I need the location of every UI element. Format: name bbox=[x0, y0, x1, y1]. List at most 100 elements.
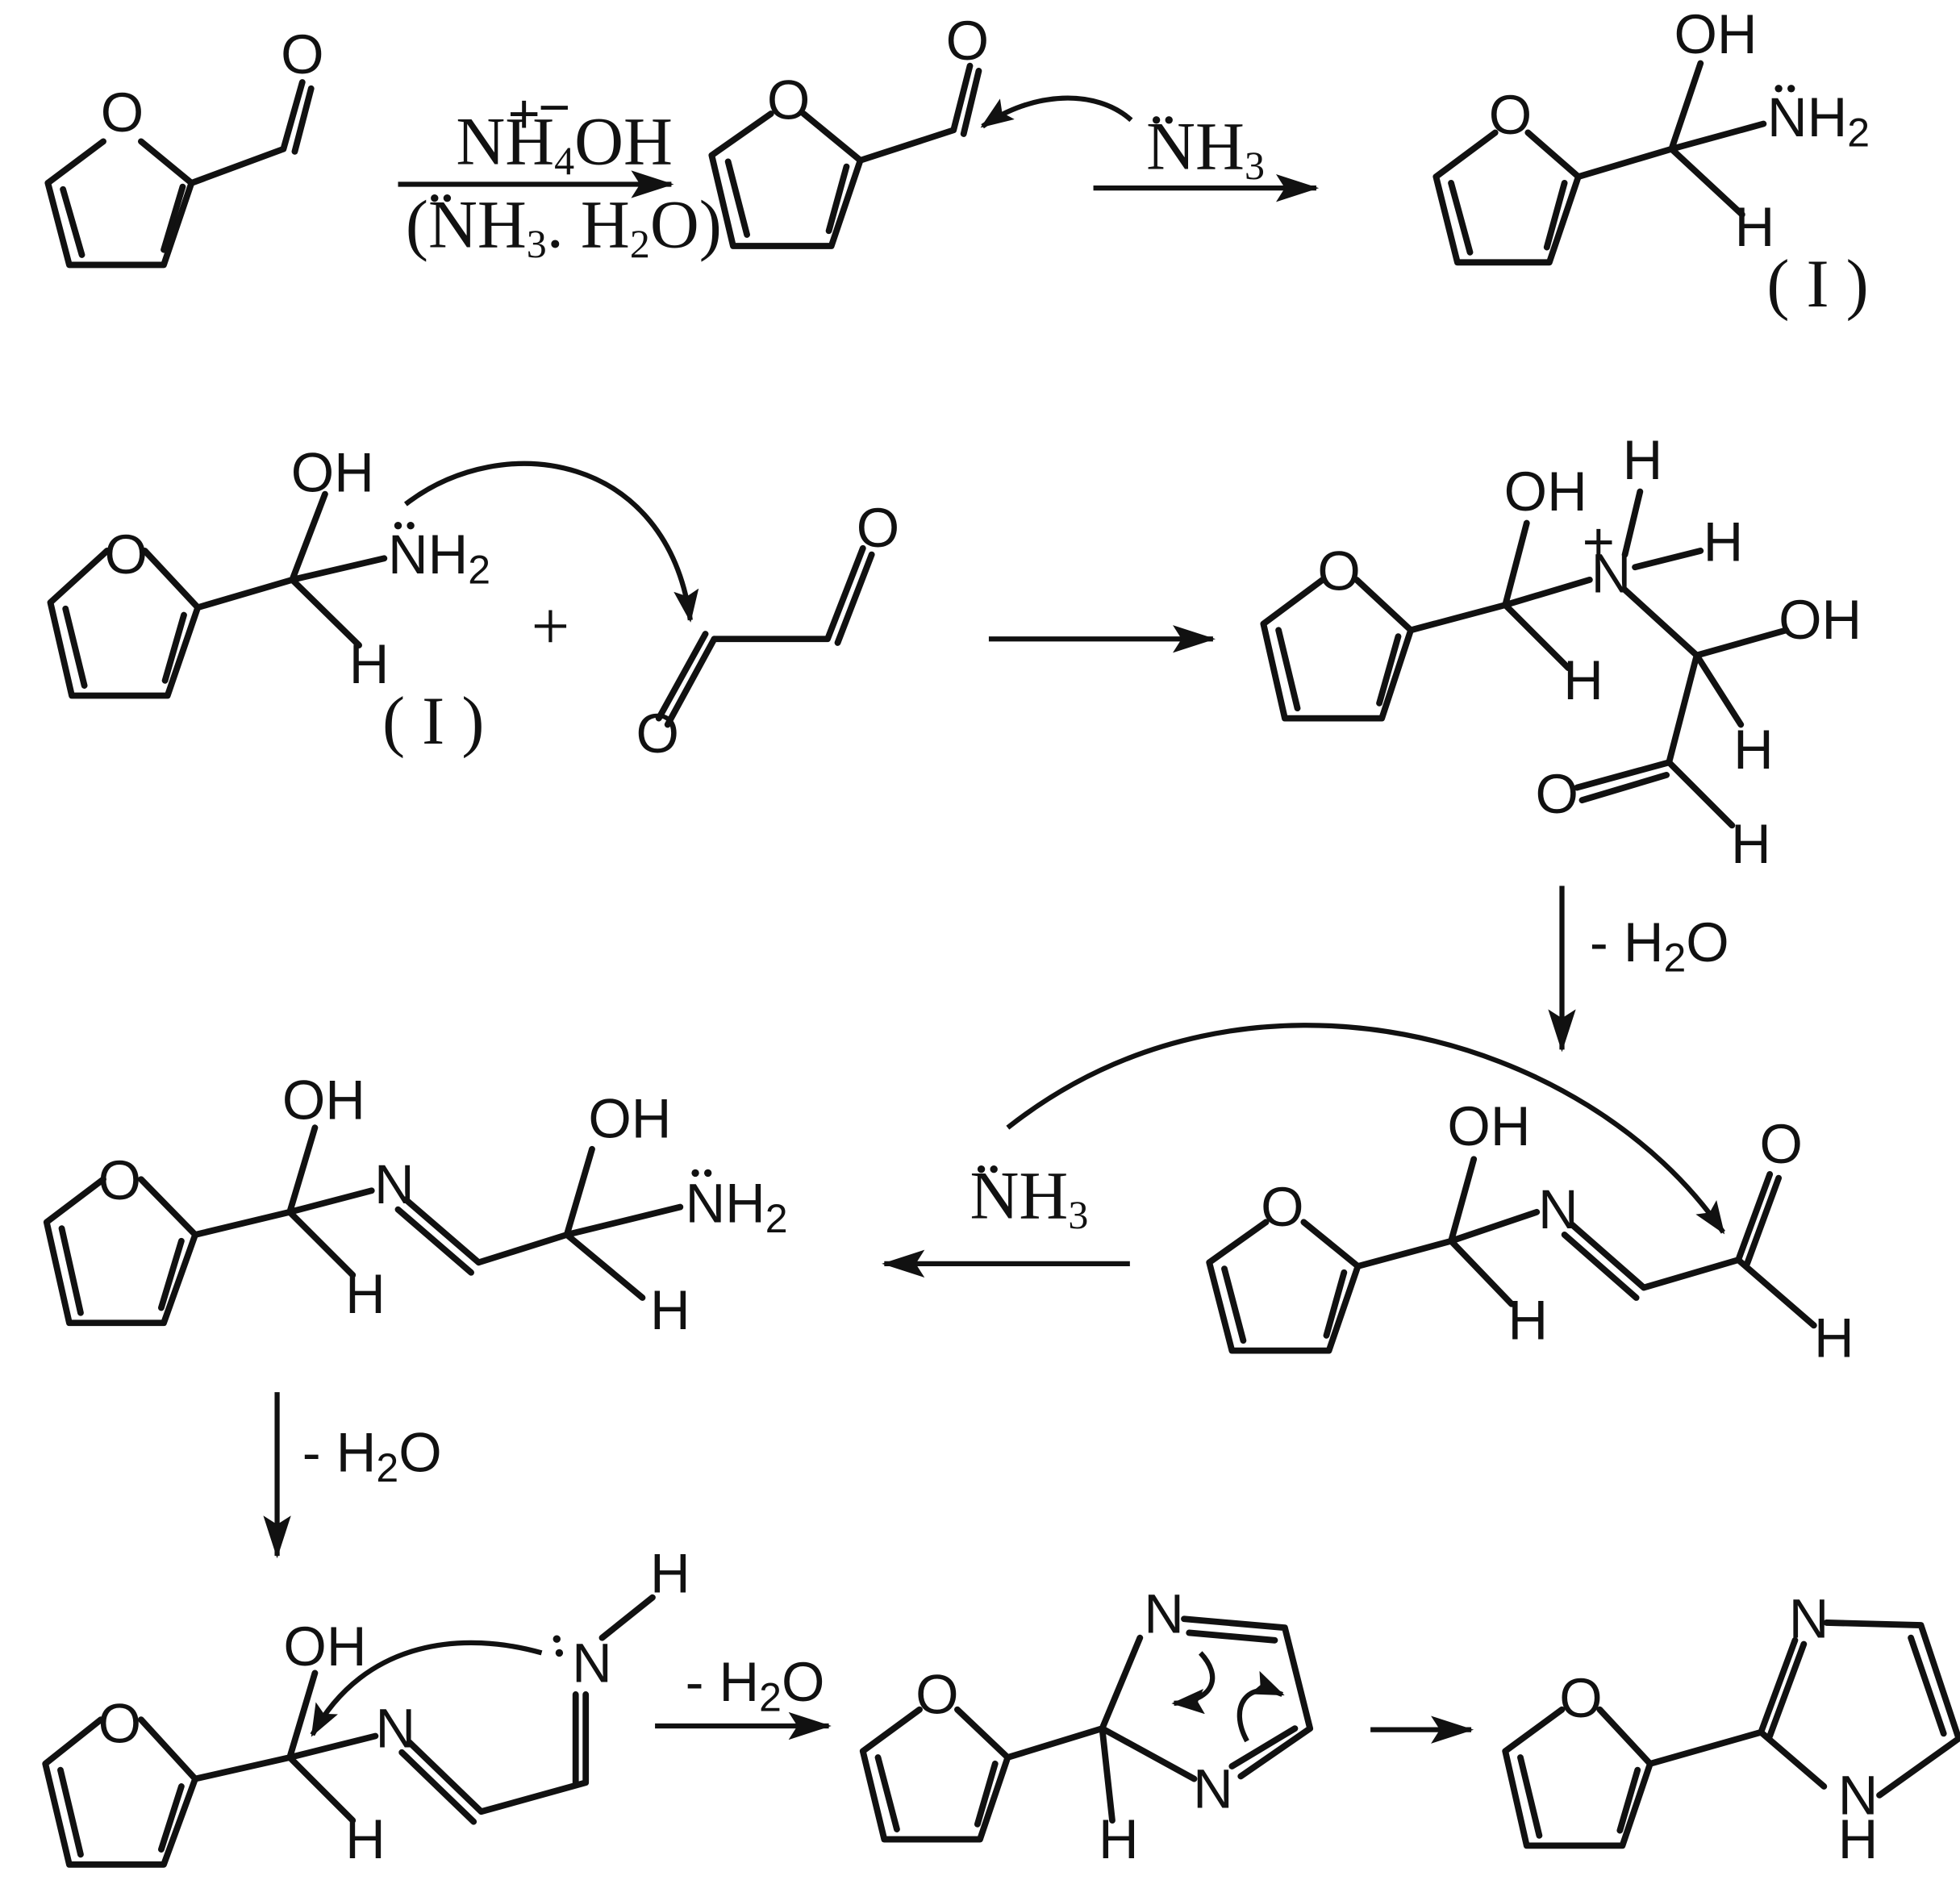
furan-oxygen-label: O bbox=[98, 1149, 141, 1211]
hydrogen-label: H bbox=[345, 1263, 386, 1325]
hydrogen-label: H bbox=[1733, 719, 1774, 781]
carbonyl-oxygen-label: O bbox=[281, 23, 323, 85]
furyl-imidazole-product: O N N H bbox=[1502, 1588, 1960, 1870]
nh4-subscript: 4 bbox=[554, 138, 574, 183]
amine-subscript: 2 bbox=[765, 1196, 788, 1241]
hydroxyl-label: OH bbox=[1447, 1095, 1530, 1157]
water-loss-text: - H bbox=[686, 1651, 760, 1713]
nh4-text: NH bbox=[456, 104, 554, 179]
hydroxyl-label: OH bbox=[291, 442, 374, 504]
plus-sign: + bbox=[532, 590, 570, 665]
intermediate-i-label: ( I ) bbox=[1766, 247, 1868, 322]
ammonium-plus-charge: + bbox=[508, 82, 540, 144]
ammonium-adduct: O OH N + H H H OH H O H bbox=[1260, 429, 1862, 875]
diimine-intermediate: O OH N H N H bbox=[42, 1542, 690, 1870]
ring-nitrogen-label: N bbox=[1144, 1582, 1184, 1644]
water-subscript: 2 bbox=[630, 221, 650, 266]
furan-oxygen-label: O bbox=[104, 523, 147, 586]
hydroxyl-label: OH bbox=[1504, 461, 1587, 523]
glyoxal-oxygen-label: O bbox=[857, 497, 899, 559]
carbonyl-oxygen-label: O bbox=[946, 10, 989, 72]
lone-pair-dot bbox=[555, 1649, 564, 1657]
ammonium-hydroxide-reagent: NH4OH + − (NH3. H2O) bbox=[398, 77, 722, 266]
lone-pair-dot bbox=[691, 1169, 699, 1178]
lone-pair-dot bbox=[443, 194, 452, 202]
hydroxyl-label: OH bbox=[1674, 3, 1757, 65]
hydrogen-label: H bbox=[650, 1279, 690, 1341]
furan-oxygen-label: O bbox=[1317, 540, 1360, 602]
iminoaldehyde-intermediate: O OH N H O H bbox=[1006, 1023, 1854, 1369]
furan-oxygen-label: O bbox=[767, 69, 810, 131]
hydroxyl-label: OH bbox=[283, 1615, 366, 1678]
hydrogen-label: H bbox=[1704, 511, 1744, 573]
lone-pair-dot bbox=[1774, 85, 1783, 93]
svg-text:NH2: NH2 bbox=[686, 1172, 788, 1240]
electron-push-arrow bbox=[1171, 1651, 1216, 1715]
water-loss-subscript: 2 bbox=[376, 1445, 398, 1490]
isoimidazole-intermediate: O N N H bbox=[859, 1582, 1314, 1870]
hydrogen-label: H bbox=[650, 1542, 690, 1604]
amine-label: NH bbox=[686, 1172, 765, 1234]
aminoalcohol-intermediate-i: O OH NH2 H ( I ) bbox=[1432, 3, 1870, 322]
glyoxal-oxygen-label: O bbox=[636, 702, 678, 765]
furan-oxygen-label: O bbox=[101, 81, 144, 144]
lone-pair-dot bbox=[431, 194, 439, 202]
furan-oxygen-label: O bbox=[98, 1692, 141, 1754]
water-prefix: . H bbox=[547, 188, 630, 263]
water-loss-text: - H bbox=[302, 1422, 377, 1484]
svg-text:NH3: NH3 bbox=[1146, 110, 1265, 188]
hydrogen-label: H bbox=[1735, 196, 1775, 258]
hydrogen-label: H bbox=[1563, 649, 1603, 711]
imine-nitrogen-label: N bbox=[374, 1153, 415, 1215]
lone-pair-dot bbox=[394, 522, 402, 530]
svg-text:NH3: NH3 bbox=[970, 1159, 1089, 1237]
lone-pair-dot bbox=[553, 1635, 561, 1643]
amine-subscript: 2 bbox=[1847, 110, 1870, 156]
hydrogen-label: H bbox=[349, 633, 390, 695]
lone-pair-dot bbox=[1787, 85, 1795, 93]
ammonia-attack-step: NH3 bbox=[882, 1159, 1130, 1278]
ammonium-nitrogen-label: N bbox=[1591, 542, 1632, 604]
electron-push-arrow bbox=[980, 95, 1133, 129]
furan-oxygen-label: O bbox=[1559, 1667, 1602, 1729]
electron-push-arrow bbox=[403, 461, 699, 623]
imidazole-nh-nitrogen-label: N bbox=[1838, 1764, 1879, 1826]
imidazole-nh-hydrogen-label: H bbox=[1838, 1808, 1879, 1870]
hydrogen-label: H bbox=[1731, 813, 1771, 875]
aldehyde-oxygen-label: O bbox=[1536, 763, 1578, 825]
hydrogen-label: H bbox=[1099, 1808, 1139, 1870]
imine-nitrogen-label: N bbox=[376, 1698, 416, 1760]
furan-oxygen-label: O bbox=[915, 1663, 958, 1725]
aminoalcohol-intermediate-i-2: O OH NH2 H ( I ) bbox=[47, 442, 699, 759]
ammonium-plus-charge: + bbox=[1583, 511, 1615, 573]
water-loss-subscript: 2 bbox=[759, 1674, 782, 1720]
furfural-molecule-2: O O bbox=[708, 10, 1133, 249]
aldehyde-oxygen-label: O bbox=[1760, 1113, 1803, 1175]
intermediate-i-label: ( I ) bbox=[382, 684, 484, 759]
iminoaminoalcohol-intermediate: O OH N H OH NH2 H bbox=[43, 1069, 788, 1341]
hydrogen-label: H bbox=[1814, 1307, 1854, 1369]
dehydration-step-2: - H2O bbox=[263, 1392, 442, 1559]
furan-oxygen-label: O bbox=[1489, 84, 1532, 146]
lone-pair-dot bbox=[1152, 116, 1161, 124]
hydrogen-label: H bbox=[345, 1808, 386, 1870]
lone-pair-dot bbox=[703, 1169, 712, 1178]
hydroxide-text: OH bbox=[574, 104, 673, 179]
ammonia-subscript: 3 bbox=[1245, 143, 1265, 188]
svg-text:- H2O: - H2O bbox=[1590, 911, 1729, 980]
paren-open: ( bbox=[406, 188, 428, 263]
water-loss-text: - H bbox=[1590, 911, 1664, 973]
hydroxide-minus-charge: − bbox=[538, 77, 570, 139]
cyclization-step: - H2O bbox=[655, 1651, 832, 1740]
furan-oxygen-label: O bbox=[1261, 1176, 1303, 1238]
amine-label: NH bbox=[1767, 86, 1847, 148]
svg-text:NH2: NH2 bbox=[388, 523, 490, 592]
ammonia-subscript: 3 bbox=[1068, 1192, 1088, 1237]
glyoxal-molecule: O O bbox=[636, 497, 899, 765]
furfural-molecule: O O bbox=[44, 23, 324, 269]
svg-text:NH2: NH2 bbox=[1767, 86, 1870, 155]
svg-text:(NH3. H2O): (NH3. H2O) bbox=[406, 188, 722, 266]
ammonia-text: NH bbox=[428, 188, 527, 263]
svg-text:NH4OH: NH4OH bbox=[456, 104, 673, 182]
